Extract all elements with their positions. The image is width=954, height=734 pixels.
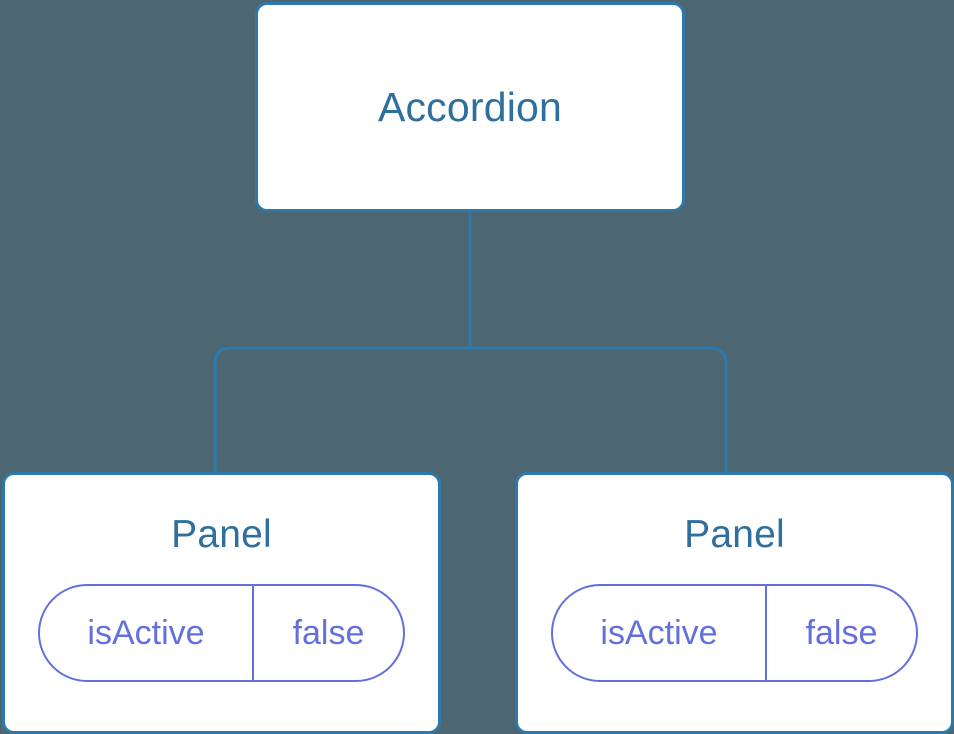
node-title: Panel xyxy=(684,513,785,556)
connector-branch-right xyxy=(470,346,728,475)
node-title: Panel xyxy=(171,513,272,556)
prop-value: false xyxy=(252,586,403,680)
node-panel-1[interactable]: Panel isActive false xyxy=(2,472,441,734)
connector-branch-left xyxy=(213,346,470,475)
prop-value: false xyxy=(765,586,916,680)
node-panel-2[interactable]: Panel isActive false xyxy=(515,472,954,734)
prop-badge[interactable]: isActive false xyxy=(551,584,918,682)
prop-key: isActive xyxy=(87,614,205,652)
node-title: Accordion xyxy=(377,83,563,130)
prop-badge[interactable]: isActive false xyxy=(38,584,405,682)
node-accordion[interactable]: Accordion xyxy=(255,2,685,212)
prop-key: isActive xyxy=(600,614,718,652)
